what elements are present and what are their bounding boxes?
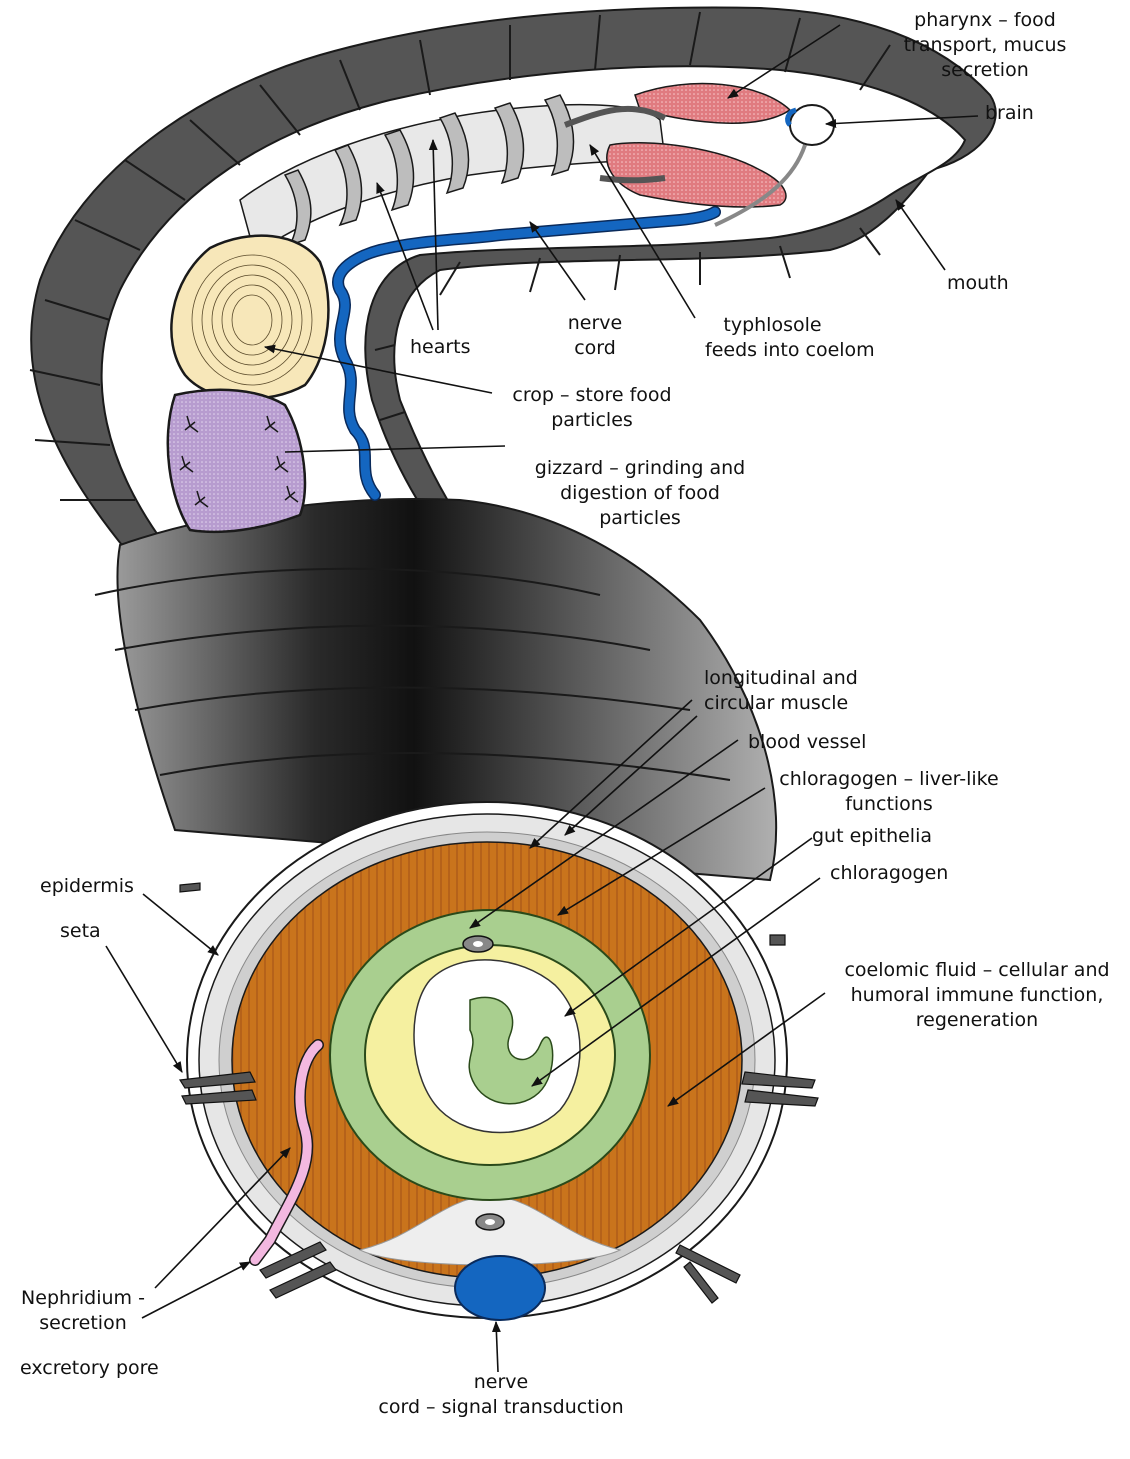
label-nephridium: Nephridium - secretion <box>8 1286 158 1336</box>
arrow-icon <box>142 1262 250 1318</box>
label-line: epidermis <box>40 874 134 899</box>
label-line: chloragogen – liver-like <box>770 767 1008 792</box>
label-line: nerve <box>370 1370 632 1395</box>
label-line: feeds into coelom <box>705 338 875 363</box>
label-mouth: mouth <box>947 271 1009 296</box>
label-epidermis: epidermis <box>40 874 134 899</box>
label-brain: brain <box>985 101 1034 126</box>
label-line: chloragogen <box>830 861 948 886</box>
label-typhlosole: typhlosole feeds into coelom <box>705 313 875 363</box>
label-line: particles <box>497 408 687 433</box>
label-line: transport, mucus <box>880 33 1090 58</box>
label-excretory-pore: excretory pore <box>20 1356 159 1381</box>
label-line: digestion of food <box>520 481 760 506</box>
label-line: seta <box>60 919 101 944</box>
label-coelomic-fluid: coelomic fluid – cellular and humoral im… <box>832 958 1122 1033</box>
label-line: humoral immune function, <box>832 983 1122 1008</box>
label-line: pharynx – food <box>880 8 1090 33</box>
label-line: crop – store food <box>497 383 687 408</box>
label-pharynx: pharynx – food transport, mucus secretio… <box>880 8 1090 83</box>
label-line: nerve <box>555 311 635 336</box>
label-line: secretion <box>880 58 1090 83</box>
label-line: blood vessel <box>748 730 866 755</box>
label-line: longitudinal and <box>704 666 858 691</box>
label-line: Nephridium - <box>8 1286 158 1311</box>
label-line: hearts <box>410 335 471 360</box>
label-line: cord – signal transduction <box>370 1395 632 1420</box>
label-nerve-cord-lower: nerve cord – signal transduction <box>370 1370 632 1420</box>
label-hearts: hearts <box>410 335 471 360</box>
label-line: gizzard – grinding and <box>520 456 760 481</box>
arrow-icon <box>106 946 182 1072</box>
label-crop: crop – store food particles <box>497 383 687 433</box>
label-line: brain <box>985 101 1034 126</box>
label-nerve-cord-upper: nerve cord <box>555 311 635 361</box>
label-gizzard: gizzard – grinding and digestion of food… <box>520 456 760 531</box>
arrow-icon <box>143 894 218 955</box>
label-muscle: longitudinal and circular muscle <box>704 666 858 716</box>
label-seta: seta <box>60 919 101 944</box>
label-line: typhlosole <box>705 313 840 338</box>
label-chloragogen: chloragogen <box>830 861 948 886</box>
label-line: excretory pore <box>20 1356 159 1381</box>
cross-section <box>180 802 818 1320</box>
label-gut-epithelia: gut epithelia <box>812 824 932 849</box>
label-chloragogen-liver: chloragogen – liver-like functions <box>770 767 1008 817</box>
arrow-icon <box>896 200 945 270</box>
label-line: circular muscle <box>704 691 858 716</box>
label-line: functions <box>770 792 1008 817</box>
label-line: regeneration <box>832 1008 1122 1033</box>
label-line: particles <box>520 506 760 531</box>
label-blood-vessel: blood vessel <box>748 730 866 755</box>
label-line: cord <box>555 336 635 361</box>
label-line: mouth <box>947 271 1009 296</box>
arrow-icon <box>496 1322 498 1372</box>
label-line: secretion <box>8 1311 158 1336</box>
label-line: coelomic fluid – cellular and <box>832 958 1122 983</box>
label-line: gut epithelia <box>812 824 932 849</box>
